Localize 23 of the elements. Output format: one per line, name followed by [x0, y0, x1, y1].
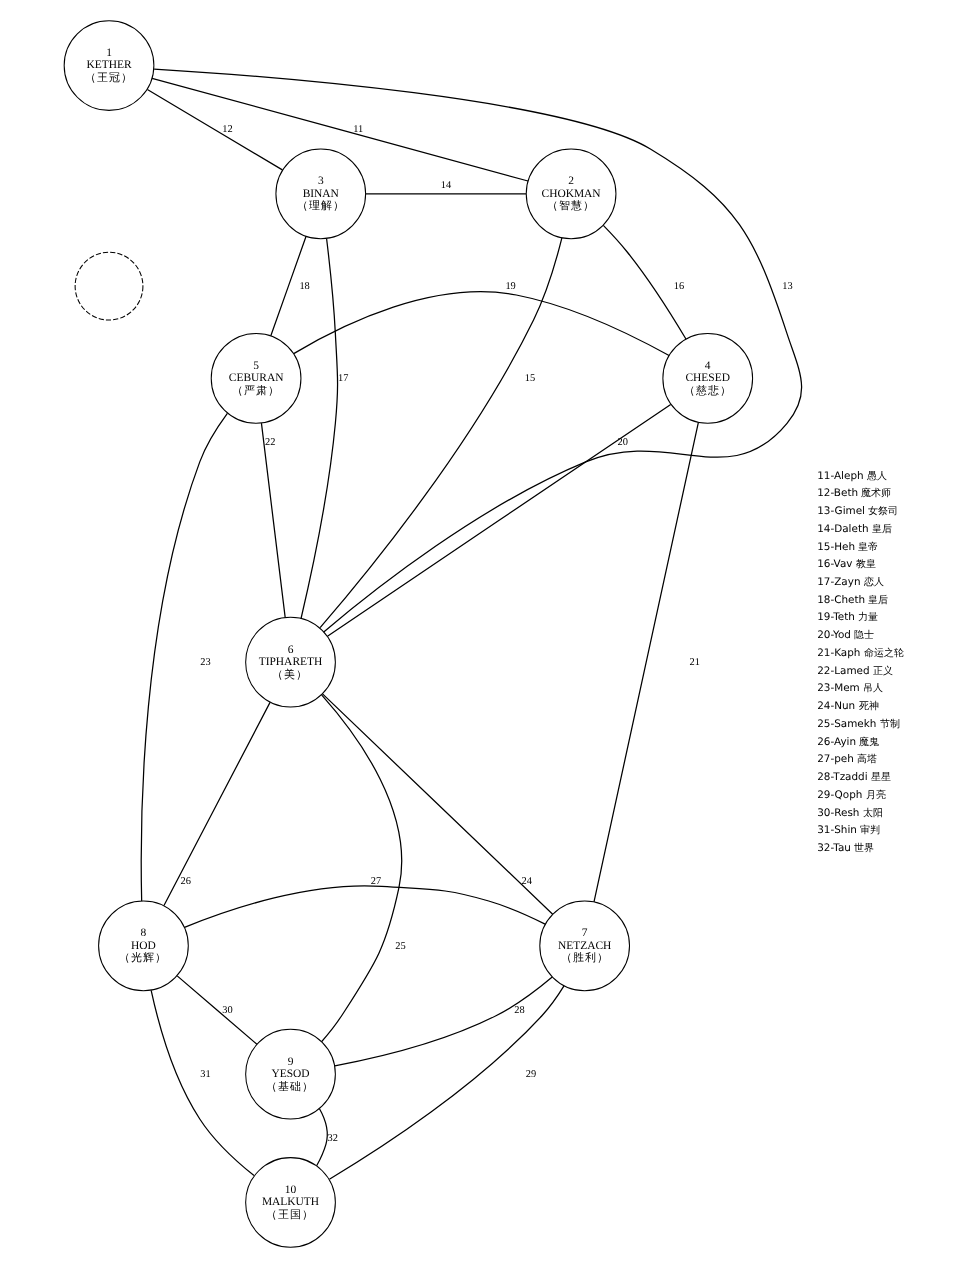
connector — [260, 422, 286, 618]
connector — [593, 421, 699, 903]
connector — [293, 291, 670, 357]
connector — [328, 985, 565, 1180]
connector — [316, 1108, 328, 1167]
connector — [321, 693, 554, 915]
node-circle — [74, 251, 144, 321]
connector — [183, 885, 546, 928]
connector — [163, 701, 271, 907]
connector — [602, 224, 687, 340]
connector — [320, 694, 403, 1043]
connector — [365, 193, 527, 195]
connector — [319, 237, 563, 629]
connector — [146, 88, 283, 171]
connector — [150, 989, 255, 1177]
connector — [176, 975, 258, 1045]
connector — [140, 412, 228, 902]
connector — [326, 403, 672, 637]
connector — [270, 235, 307, 337]
connector — [153, 68, 803, 633]
connector — [151, 77, 529, 182]
connector — [300, 237, 339, 620]
connector — [334, 976, 553, 1067]
